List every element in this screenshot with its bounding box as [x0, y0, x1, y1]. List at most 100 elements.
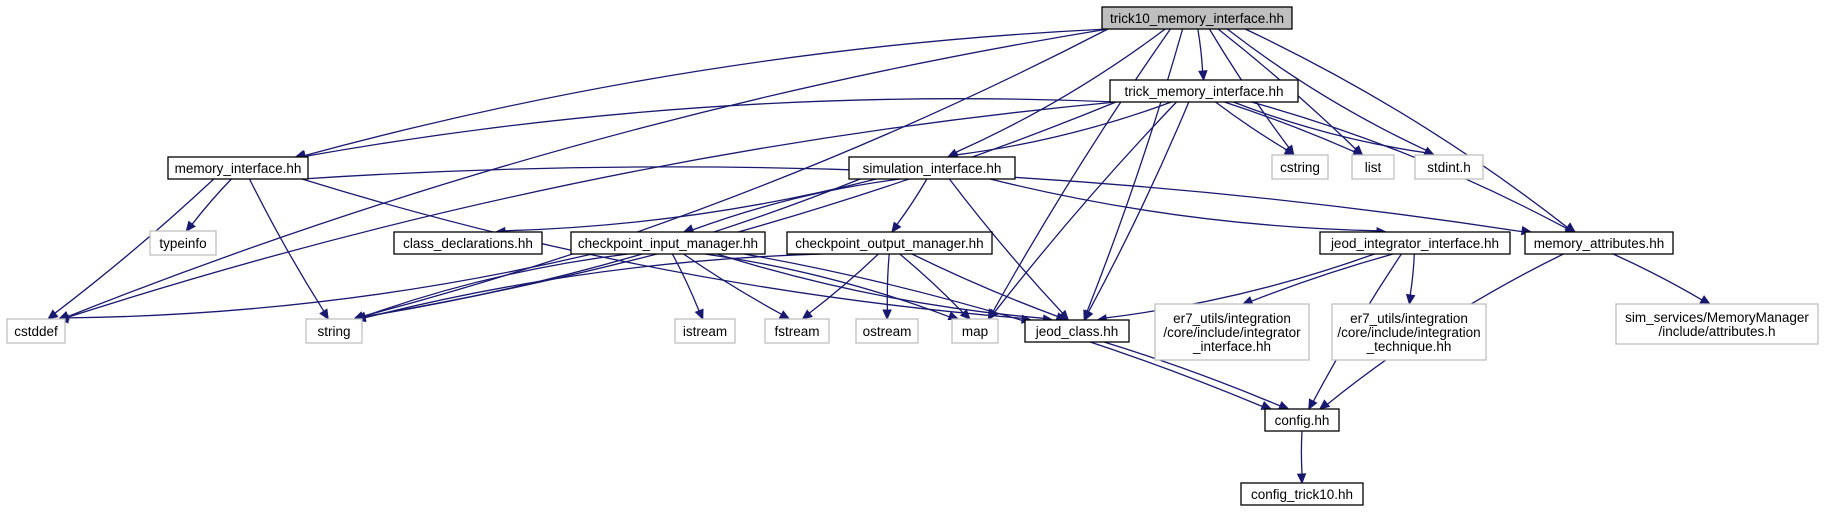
- edge-arrowhead-com-to-fstream: [801, 309, 813, 320]
- node-ma[interactable]: memory_attributes.hh: [1524, 231, 1674, 255]
- node-mi[interactable]: memory_interface.hh: [167, 156, 309, 180]
- edge-com-to-map: [899, 253, 964, 314]
- node-box-fstream: [764, 318, 830, 344]
- edge-arrowhead-mi-to-string: [319, 308, 329, 321]
- edge-arrowhead-ma-to-simattr: [1699, 295, 1711, 305]
- edge-cim-to-cstddef: [67, 253, 593, 319]
- node-label-er7ii-line-2: /core/include/integrator: [1163, 325, 1301, 340]
- edge-si-to-jii: [989, 178, 1378, 232]
- edge-ma-to-simattr: [1612, 253, 1703, 301]
- edge-tmi-to-list: [1224, 101, 1355, 153]
- node-box-jc: [1024, 319, 1130, 343]
- node-stdint: stdint.h: [1414, 154, 1484, 180]
- edge-jii-to-jc: [1105, 253, 1375, 319]
- edge-cim-to-string: [362, 253, 628, 318]
- node-cstring: cstring: [1271, 154, 1329, 180]
- node-box-istream: [674, 318, 736, 344]
- node-label-cstring: cstring: [1280, 160, 1320, 175]
- edge-arrowhead-root-to-tmi: [1198, 70, 1208, 82]
- node-box-ma: [1524, 231, 1674, 255]
- edge-tmi-to-cstring: [1215, 101, 1288, 151]
- edge-tmi-to-si: [957, 101, 1172, 156]
- node-box-list: [1351, 154, 1395, 180]
- node-jc[interactable]: jeod_class.hh: [1024, 319, 1130, 343]
- node-box-com: [786, 231, 993, 255]
- node-cfgt10[interactable]: config_trick10.hh: [1240, 482, 1364, 506]
- edge-tmi-to-mi: [304, 98, 1117, 158]
- edge-arrowhead-si-to-com: [891, 221, 902, 234]
- edge-cim-to-fstream: [683, 253, 782, 315]
- node-box-simattr: [1615, 303, 1819, 345]
- node-box-mi: [167, 156, 309, 180]
- edge-com-to-ostream: [886, 253, 890, 311]
- node-box-config: [1264, 408, 1340, 432]
- edge-arrowhead-jii-to-er7it: [1405, 293, 1416, 306]
- node-er7it: er7_utils/integration/core/include/integ…: [1331, 303, 1487, 361]
- edge-arrowhead-cim-to-fstream: [778, 310, 791, 320]
- node-label-mi: memory_interface.hh: [175, 161, 302, 176]
- edge-arrowhead-cim-to-config: [1260, 400, 1273, 410]
- edge-com-to-fstream: [809, 253, 879, 314]
- edge-tmi-to-jc: [1087, 101, 1190, 313]
- edge-arrowhead-com-to-map: [959, 308, 971, 320]
- node-label-si: simulation_interface.hh: [863, 161, 1002, 176]
- node-box-jii: [1319, 231, 1511, 255]
- node-list: list: [1351, 154, 1395, 180]
- node-jii[interactable]: jeod_integrator_interface.hh: [1319, 231, 1511, 255]
- node-label-com: checkpoint_output_manager.hh: [795, 236, 983, 251]
- node-ostream: ostream: [855, 318, 919, 344]
- node-label-jc: jeod_class.hh: [1035, 324, 1119, 339]
- node-root[interactable]: trick10_memory_interface.hh: [1101, 6, 1293, 30]
- edge-root-to-mi: [304, 28, 1109, 157]
- node-cim[interactable]: checkpoint_input_manager.hh: [570, 231, 766, 255]
- node-tmi[interactable]: trick_memory_interface.hh: [1109, 79, 1299, 103]
- node-box-si: [848, 156, 1016, 180]
- node-box-cstring: [1271, 154, 1329, 180]
- node-label-fstream: fstream: [774, 324, 819, 339]
- edge-root-to-ma: [1244, 28, 1568, 228]
- node-com[interactable]: checkpoint_output_manager.hh: [786, 231, 993, 255]
- node-label-string: string: [317, 324, 350, 339]
- edge-root-to-stdint: [1226, 28, 1427, 151]
- node-label-cd: class_declarations.hh: [403, 236, 533, 251]
- node-string: string: [305, 318, 363, 344]
- edge-tmi-to-cstddef: [67, 101, 1117, 318]
- edge-tmi-to-map: [994, 101, 1177, 313]
- node-box-er7ii: [1154, 303, 1310, 361]
- node-map: map: [951, 318, 999, 344]
- edges-layer: [47, 28, 1711, 485]
- node-label-ostream: ostream: [863, 324, 912, 339]
- node-cd[interactable]: class_declarations.hh: [393, 231, 543, 255]
- edge-jc-to-config: [1103, 341, 1281, 407]
- edge-mi-to-jc: [301, 178, 1023, 319]
- edge-tmi-to-stdint: [1233, 101, 1426, 154]
- edge-arrowhead-tmi-to-ma: [1564, 223, 1577, 233]
- node-label-cim: checkpoint_input_manager.hh: [578, 236, 758, 251]
- edge-root-to-string: [364, 28, 1109, 317]
- node-label-er7ii-line-3: _interface.hh: [1192, 339, 1271, 354]
- node-istream: istream: [674, 318, 736, 344]
- node-si[interactable]: simulation_interface.hh: [848, 156, 1016, 180]
- node-label-typeinfo: typeinfo: [159, 236, 206, 251]
- edge-si-to-cim: [692, 178, 901, 231]
- edge-jii-to-er7it: [1409, 253, 1415, 296]
- edge-config-to-cfgt10: [1300, 430, 1303, 475]
- node-label-istream: istream: [683, 324, 727, 339]
- node-label-er7ii-line-1: er7_utils/integration: [1173, 311, 1291, 326]
- edge-com-to-string: [364, 253, 823, 319]
- edge-tmi-to-ma: [1251, 101, 1568, 230]
- node-box-tmi: [1109, 79, 1299, 103]
- node-label-stdint: stdint.h: [1427, 160, 1471, 175]
- edge-arrowhead-tmi-to-jc: [1084, 309, 1094, 322]
- edge-arrowhead-ma-to-config: [1318, 399, 1331, 410]
- node-label-er7it-line-3: _technique.hh: [1366, 339, 1452, 354]
- edge-arrowhead-config-to-cfgt10: [1296, 473, 1307, 485]
- edge-arrowhead-mi-to-cstddef: [47, 309, 59, 320]
- node-box-cstddef: [6, 318, 66, 344]
- node-label-cfgt10: config_trick10.hh: [1251, 487, 1353, 502]
- node-config[interactable]: config.hh: [1264, 408, 1340, 432]
- node-box-er7it: [1331, 303, 1487, 361]
- edge-arrowhead-com-to-ostream: [882, 309, 892, 321]
- node-box-typeinfo: [149, 230, 217, 256]
